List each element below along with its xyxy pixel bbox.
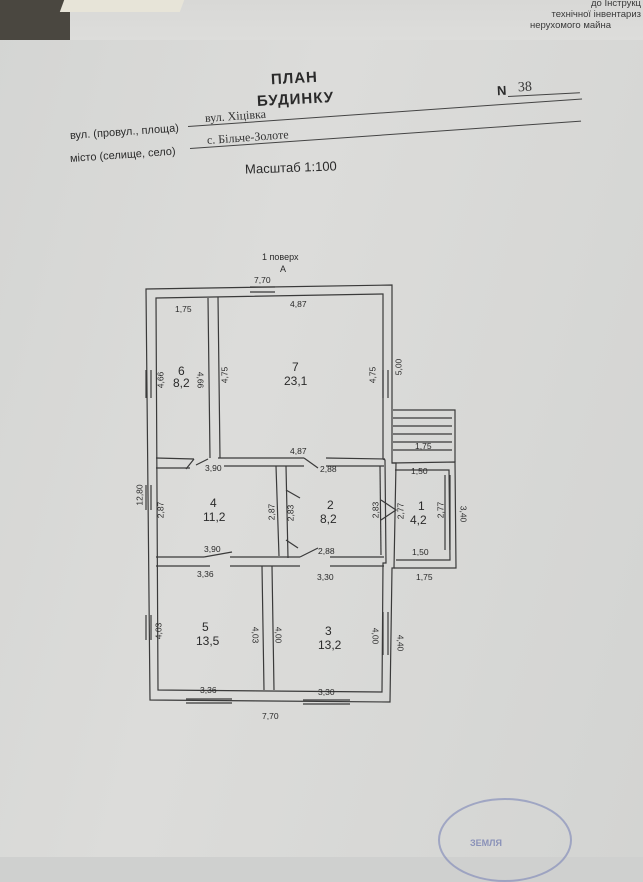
dim-room3-w-bot: 3,30 [318,687,335,697]
wall-5-3 [261,565,275,691]
window-bottom-2 [303,699,350,705]
wall-row2 [156,556,384,567]
dim-room4-w-bot: 3,90 [204,544,221,554]
window-porch [444,475,451,550]
door-6 [185,458,209,470]
wall-4-2 [275,465,289,559]
wall-2-1 [379,465,382,556]
dim-room4-h-right: 2,87 [266,503,277,521]
header-line-3: нерухомого майна [529,20,611,31]
wall-row1 [155,457,386,469]
room-6-number: 6 [178,364,185,378]
dim-room1-h-left: 2,77 [395,502,406,520]
steps [393,409,456,462]
dim-room5-h-left: 4,03 [153,622,164,640]
dim-top-total: 7,70 [254,275,271,285]
header-line-1: до Інструкц [591,0,641,9]
porch [391,461,457,569]
window-left-1 [145,370,152,398]
room-1-area: 4,2 [410,513,427,527]
dim-room4-w-top: 3,90 [205,463,222,473]
room-3-area: 13,2 [318,638,342,652]
header-reference: до Інструкц технічної інвентариз нерухом… [530,0,641,31]
room-1-number: 1 [418,499,425,513]
window-left-2 [145,485,152,510]
dim-porch-w-bot: 1,75 [416,572,433,582]
door-3 [285,539,299,549]
section-label: A [280,264,287,274]
background-corner [0,0,70,40]
dim-room1-w-bot: 1,50 [412,547,429,557]
room-6-area: 8,2 [173,376,190,390]
room-5-area: 13,5 [196,634,220,648]
room-5-number: 5 [202,620,209,634]
room-7-number: 7 [292,360,299,374]
dim-room4-h-left: 2,87 [155,501,166,519]
room-7-area: 23,1 [284,374,308,388]
window-right-2 [382,612,389,655]
dim-room1-h-right: 2,77 [435,501,446,519]
dim-room7-h-left: 4,75 [219,366,230,384]
door-1 [380,499,398,521]
room-2-area: 8,2 [320,512,337,526]
dim-room3-h-left: 4,00 [273,626,284,644]
dim-room5-h-right: 4,03 [250,626,261,644]
door-7-2 [303,457,319,469]
dim-room7-w-top: 4,87 [290,299,307,309]
dim-room6-h2: 4,66 [195,371,206,389]
dim-room2-h-right: 2,83 [370,501,381,519]
dim-room2-w-top: 2,88 [320,464,337,474]
dim-bottom-total: 7,70 [262,711,279,721]
window-top [250,286,275,293]
official-stamp [438,798,572,882]
dim-right-upper: 5,00 [393,358,404,376]
dim-room5-w-top: 3,36 [197,569,214,579]
dim-room1-w-top: 1,50 [411,466,428,476]
floor-plan [145,284,457,705]
dim-room5-w-bot: 3,36 [200,685,217,695]
wall-6-7 [207,296,221,459]
dim-room7-h-right: 4,75 [367,366,378,384]
door-4 [203,551,233,558]
dim-left-total: 12,80 [134,484,145,506]
dim-porch-w-top: 1,75 [415,441,432,451]
window-bottom-1 [186,698,232,704]
room-2-number: 2 [327,498,334,512]
dim-room6-w: 1,75 [175,304,192,314]
window-right-1 [382,370,389,398]
dim-room3-h-right: 4,00 [370,627,381,645]
dim-porch-h: 3,40 [458,505,469,523]
dim-right-lower: 4,40 [395,634,406,652]
window-left-3 [145,615,152,640]
header-line-2: технічної інвентариз [551,9,642,20]
stamp-text: ЗЕМЛЯ [470,838,502,848]
dim-room7-w-bot: 4,87 [290,446,307,456]
door-2 [285,489,319,558]
dim-room2-w-bot: 2,88 [318,546,335,556]
dim-room6-h: 4,66 [155,371,166,389]
dim-room3-w-top: 3,30 [317,572,334,582]
room-4-area: 11,2 [203,510,226,524]
room-3-number: 3 [325,624,332,638]
outer-wall [145,284,397,703]
floor-label: 1 поверх [262,252,299,262]
room-4-number: 4 [210,496,217,510]
inner-outline [155,293,387,693]
dim-room2-h-left: 2,83 [285,504,296,522]
